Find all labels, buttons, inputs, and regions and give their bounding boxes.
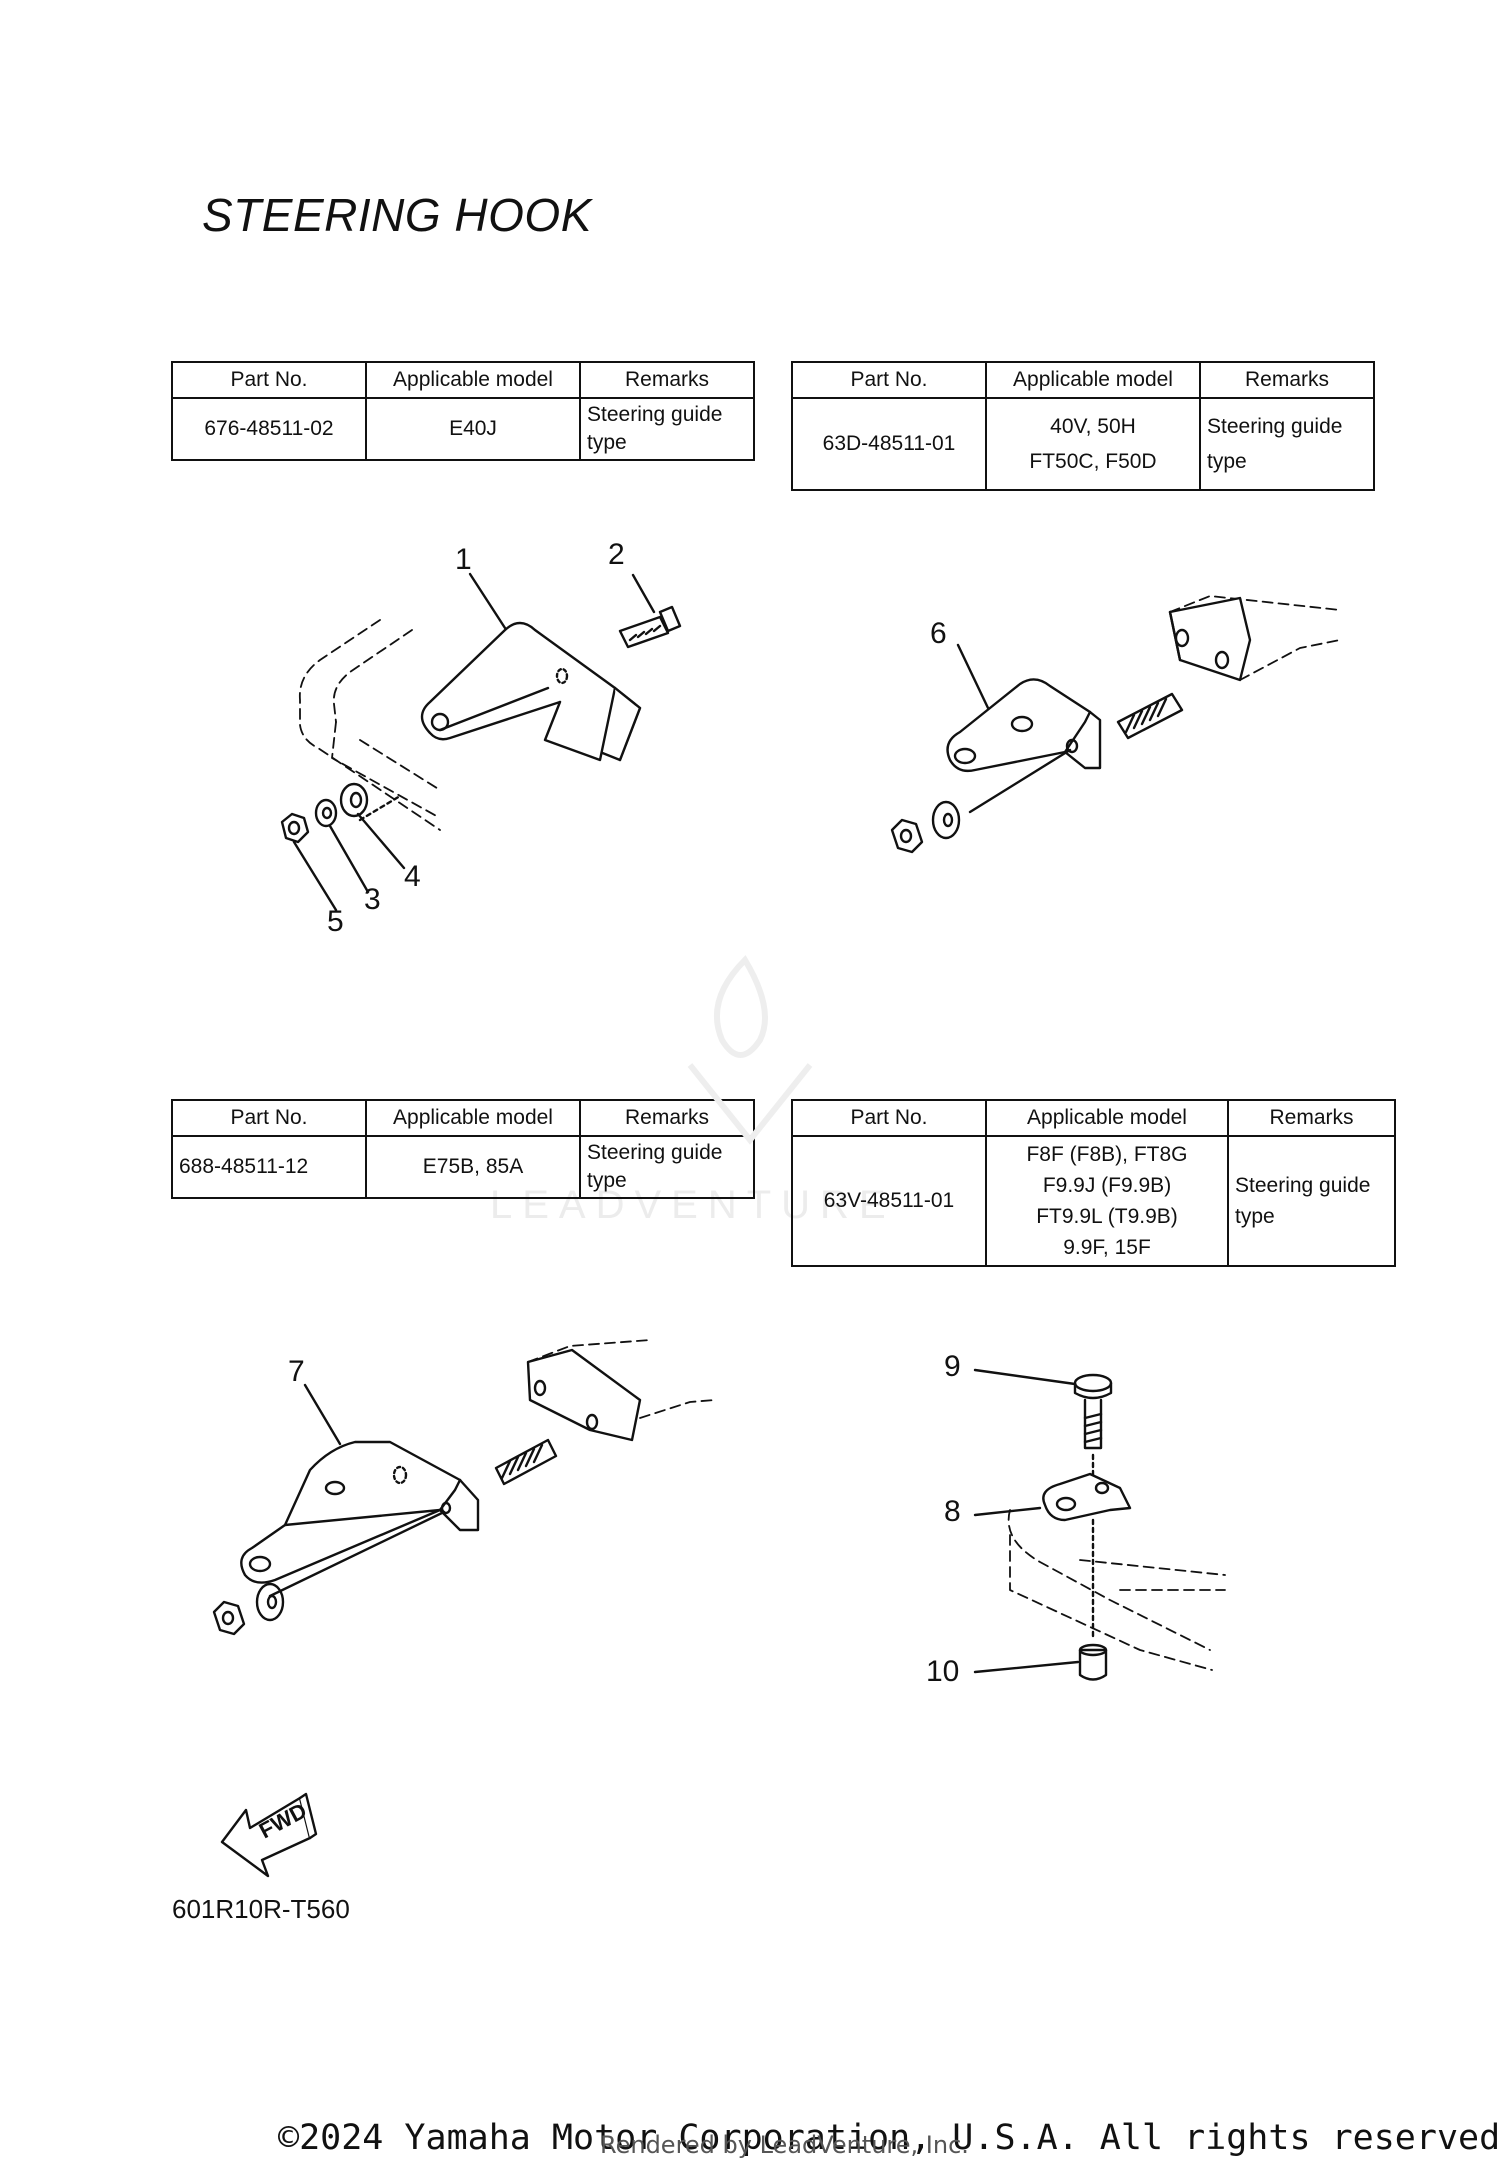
page-title: STEERING HOOK [202,189,592,241]
washer [255,1582,285,1622]
assembly-4 [973,1368,1226,1681]
nut [212,1600,246,1636]
washer [931,800,961,840]
callout-9: 9 [944,1350,961,1383]
copyright-notice: ©2024 Yamaha Motor Corporation, U.S.A. A… [278,2118,1500,2158]
header-remarks: Remarks [579,361,755,399]
remarks: Steering guide type [1199,397,1375,491]
header-part-no: Part No. [171,1099,367,1137]
remarks: Steering guide type [579,1135,755,1199]
header-remarks: Remarks [579,1099,755,1137]
header-remarks: Remarks [1199,361,1375,399]
assembly-3 [212,1339,716,1636]
header-remarks: Remarks [1227,1099,1396,1137]
assembly-2 [890,595,1341,854]
remarks: Steering guide type [1227,1135,1396,1267]
steering-hook-part-1 [420,621,642,762]
rendered-by-notice: Rendered by LeadVenture, Inc. [600,2131,969,2159]
callout-5: 5 [327,905,344,938]
callout-2: 2 [608,538,625,571]
part-number: 676-48511-02 [171,397,367,461]
header-applicable-model: Applicable model [365,361,581,399]
spring [494,1438,558,1486]
fwd-arrow-icon [220,1792,318,1878]
nut-part-10 [1078,1643,1108,1681]
parts-table-4: Part No. Applicable model Remarks 63V-48… [791,1099,1396,1267]
bolt-part-2 [618,605,682,649]
spring-washer-part-3 [314,798,338,828]
nut [890,818,924,854]
applicable-model: E75B, 85A [365,1135,581,1199]
watermark-logo [687,955,813,1145]
remarks: Steering guide type [579,397,755,461]
applicable-model: F8F (F8B), FT8G F9.9J (F9.9B) FT9.9L (T9… [985,1135,1229,1267]
parts-table-3: Part No. Applicable model Remarks 688-48… [171,1099,755,1199]
washer-part-4 [339,782,369,818]
parts-table-1: Part No. Applicable model Remarks 676-48… [171,361,755,461]
header-part-no: Part No. [171,361,367,399]
diagram-code: 601R10R-T560 [172,1894,350,1924]
part-number: 63V-48511-01 [791,1135,987,1267]
applicable-model: E40J [365,397,581,461]
applicable-model: 40V, 50H FT50C, F50D [985,397,1201,491]
bolt-part-9 [1073,1373,1113,1450]
assembly-1 [280,572,682,912]
header-applicable-model: Applicable model [985,1099,1229,1137]
callout-1: 1 [455,543,472,576]
header-part-no: Part No. [791,361,987,399]
callout-8: 8 [944,1495,961,1528]
part-number: 688-48511-12 [171,1135,367,1199]
callout-4: 4 [404,860,421,893]
spring [1116,692,1184,740]
steering-hook-part-6 [946,678,1102,773]
part-number: 63D-48511-01 [791,397,987,491]
header-applicable-model: Applicable model [985,361,1201,399]
header-applicable-model: Applicable model [365,1099,581,1137]
parts-table-2: Part No. Applicable model Remarks 63D-48… [791,361,1375,491]
header-part-no: Part No. [791,1099,987,1137]
callout-10: 10 [926,1655,960,1688]
callout-6: 6 [930,617,947,650]
plate-part-8 [1042,1472,1132,1522]
nut-part-5 [280,812,310,844]
callout-3: 3 [364,883,381,916]
callout-7: 7 [288,1355,305,1388]
